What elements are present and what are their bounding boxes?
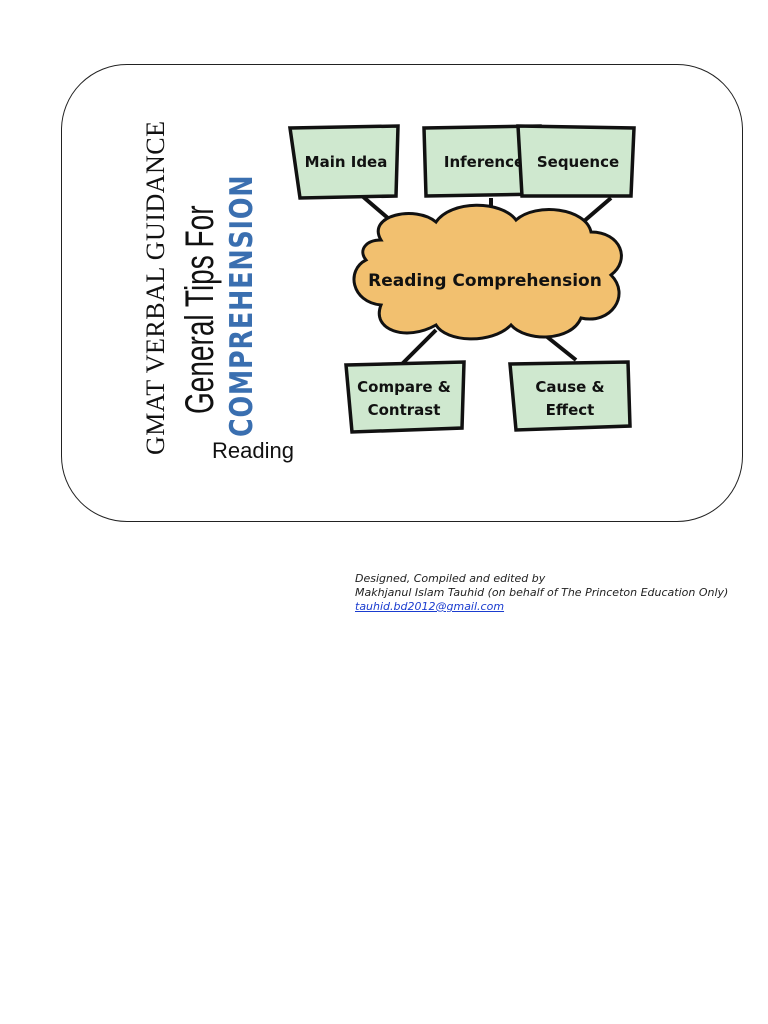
credits: Designed, Compiled and edited by Makhjan…: [355, 572, 728, 614]
box-sequence-label: Sequence: [537, 153, 619, 171]
box-main-idea: Main Idea: [287, 124, 400, 200]
cover-title-general-tips: General Tips For: [178, 205, 222, 414]
credits-email-link[interactable]: tauhid.bd2012@gmail.com: [355, 600, 505, 613]
box-sequence: Sequence: [516, 124, 636, 198]
box-cause-label-line1: Cause &: [535, 378, 604, 396]
credits-line-2: Makhjanul Islam Tauhid (on behalf of The…: [355, 586, 729, 599]
cloud-shape: [352, 203, 623, 341]
box-inference: Inference: [422, 124, 544, 198]
box-cause-label-line2: Effect: [546, 401, 595, 419]
cover-title-gmat: GMAT VERBAL GUIDANCE: [141, 120, 170, 455]
cover-title-reading: Reading: [212, 438, 294, 463]
credits-line-1: Designed, Compiled and edited by: [355, 572, 546, 585]
box-inference-label: Inference: [444, 153, 524, 171]
box-cause-effect: Cause & Effect: [508, 360, 632, 432]
cloud-label: Reading Comprehension: [368, 271, 602, 291]
box-compare-label-line1: Compare &: [357, 378, 451, 396]
box-compare-contrast: Compare & Contrast: [344, 360, 466, 434]
box-main-idea-label: Main Idea: [305, 153, 388, 171]
box-compare-label-line2: Contrast: [368, 401, 441, 419]
reading-comprehension-diagram: Reading Comprehension Main Idea Inferenc…: [287, 124, 636, 434]
cover-title-comprehension: COMPREHENSION: [224, 174, 260, 438]
